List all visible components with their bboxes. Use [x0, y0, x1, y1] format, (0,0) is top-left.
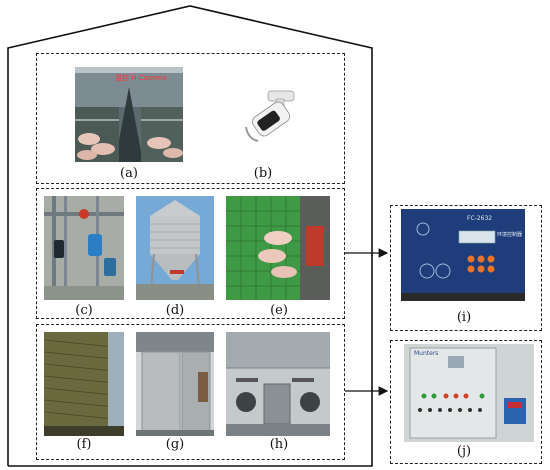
- controller-model-text: FC-2632: [467, 215, 493, 222]
- photo-barn-interior: 监控 H Camera: [75, 67, 183, 162]
- row-ventilation-box: [36, 324, 345, 460]
- controller-box: [390, 205, 542, 331]
- feed-silo-illustration: [136, 196, 214, 300]
- photo-feed-silo: [136, 196, 214, 300]
- label-i: (i): [456, 310, 472, 325]
- control-panel-illustration: [404, 344, 534, 442]
- barn-interior-illustration: [75, 67, 183, 162]
- label-f: (f): [76, 437, 92, 452]
- photo-camera: [238, 87, 300, 149]
- photo-partition: [136, 332, 214, 436]
- label-d: (d): [165, 303, 185, 318]
- label-a: (a): [120, 166, 138, 181]
- cooling-pad-illustration: [44, 332, 124, 436]
- feeding-controller-illustration: [401, 209, 525, 301]
- photo-fans: [226, 332, 330, 436]
- photo-feeding-controller: FC-2632 环境控制器: [401, 209, 525, 301]
- camera-overlay-text: 监控 H Camera: [115, 74, 167, 82]
- label-j: (j): [456, 444, 472, 459]
- label-g: (g): [165, 437, 185, 452]
- water-pipes-illustration: [44, 196, 124, 300]
- camera-icon: [245, 90, 295, 142]
- controller-sub-text: 环境控制器: [497, 232, 523, 238]
- label-c: (c): [75, 303, 93, 318]
- photo-cooling-pad: [44, 332, 124, 436]
- row-monitoring-box: [36, 53, 345, 184]
- partition-illustration: [136, 332, 214, 436]
- label-e: (e): [270, 303, 288, 318]
- photo-feeding-pen: [226, 196, 330, 300]
- row-feeding-box: [36, 188, 345, 319]
- label-b: (b): [253, 166, 273, 181]
- fans-illustration: [226, 332, 330, 436]
- photo-control-panel: Munters: [404, 344, 534, 442]
- panel-brand-text: Munters: [414, 350, 439, 357]
- label-h: (h): [269, 437, 289, 452]
- feeding-pen-illustration: [226, 196, 330, 300]
- panel-box: [390, 340, 542, 464]
- photo-water-pipes: [44, 196, 124, 300]
